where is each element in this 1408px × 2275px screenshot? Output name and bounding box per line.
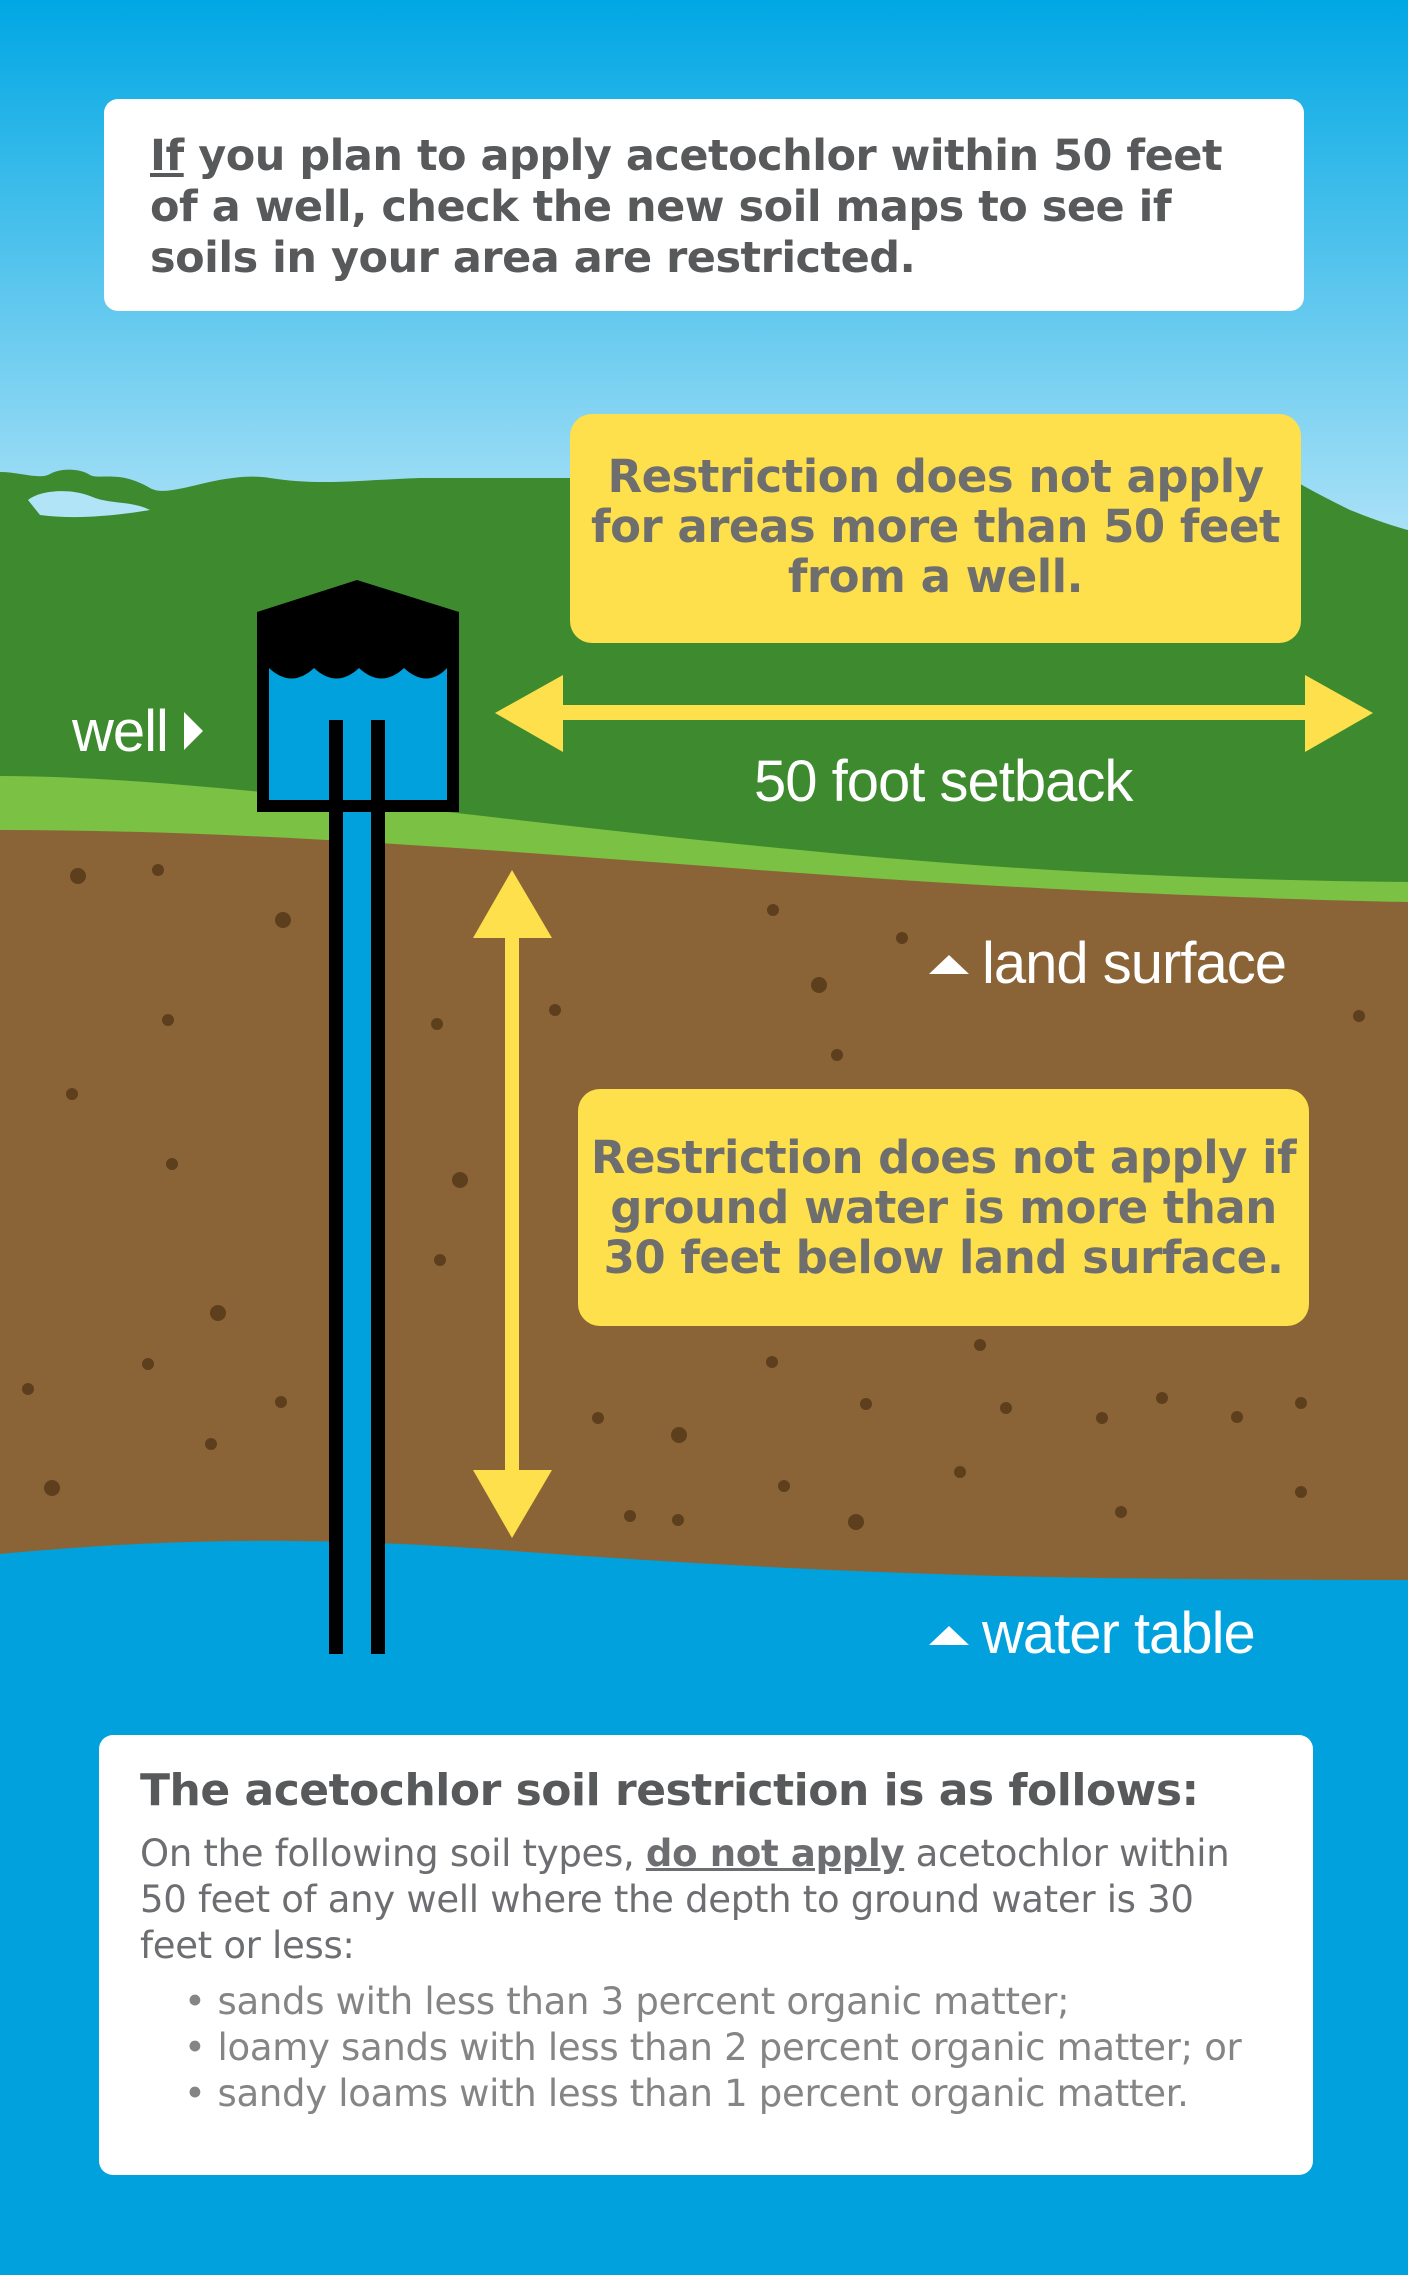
soil-speckle bbox=[275, 1396, 287, 1408]
soil-speckle bbox=[1295, 1486, 1307, 1498]
soil-speckle bbox=[767, 904, 779, 916]
soil-type-list: sands with less than 3 percent organic m… bbox=[140, 1979, 1275, 2117]
soil-speckle bbox=[152, 864, 164, 876]
soil-speckle bbox=[210, 1305, 226, 1321]
soil-speckle bbox=[166, 1158, 178, 1170]
water-table-label: water table bbox=[982, 1601, 1256, 1666]
soil-speckle bbox=[896, 932, 908, 944]
top-notice-text: If you plan to apply acetochlor within 5… bbox=[150, 131, 1256, 284]
soil-speckle bbox=[1295, 1397, 1307, 1409]
top-notice-card: If you plan to apply acetochlor within 5… bbox=[104, 99, 1304, 311]
soil-speckle bbox=[974, 1339, 986, 1351]
setback-arrow-icon bbox=[495, 675, 1373, 752]
depth-arrow-icon bbox=[473, 870, 552, 1538]
soil-speckle bbox=[162, 1014, 174, 1026]
soil-speckle bbox=[1000, 1402, 1012, 1414]
well-casing bbox=[329, 710, 385, 1654]
top-notice-lead: If bbox=[150, 131, 184, 181]
intro-before: On the following soil types, bbox=[140, 1832, 646, 1875]
soil-speckle bbox=[142, 1358, 154, 1370]
soil-dots bbox=[22, 864, 1365, 1530]
soil-speckle bbox=[1231, 1411, 1243, 1423]
restriction-intro: On the following soil types, do not appl… bbox=[140, 1831, 1275, 1969]
soil-speckle bbox=[848, 1514, 864, 1530]
soil-speckle bbox=[1115, 1506, 1127, 1518]
well-label: well bbox=[72, 699, 169, 764]
soil-speckle bbox=[624, 1510, 636, 1522]
soil-speckle bbox=[954, 1466, 966, 1478]
soil-speckle bbox=[275, 912, 291, 928]
soil-speckle bbox=[1353, 1010, 1365, 1022]
restriction-card: The acetochlor soil restriction is as fo… bbox=[99, 1735, 1313, 2175]
setback-callout: Restriction does not apply for areas mor… bbox=[570, 414, 1301, 643]
soil-speckle bbox=[205, 1438, 217, 1450]
soil-speckle bbox=[66, 1088, 78, 1100]
soil-speckle bbox=[1096, 1412, 1108, 1424]
soil-speckle bbox=[452, 1172, 468, 1188]
soil-speckle bbox=[434, 1254, 446, 1266]
soil-speckle bbox=[766, 1356, 778, 1368]
soil-speckle bbox=[671, 1427, 687, 1443]
soil-speckle bbox=[592, 1412, 604, 1424]
cloud-notch bbox=[28, 491, 150, 518]
land-surface-label: land surface bbox=[982, 931, 1287, 996]
water-table-pointer-icon bbox=[929, 1626, 969, 1645]
list-item: sandy loams with less than 1 percent org… bbox=[184, 2071, 1275, 2117]
well-house bbox=[257, 580, 459, 812]
soil-speckle bbox=[860, 1398, 872, 1410]
restriction-heading: The acetochlor soil restriction is as fo… bbox=[140, 1765, 1199, 1816]
soil-speckle bbox=[44, 1480, 60, 1496]
soil-speckle bbox=[811, 977, 827, 993]
soil-speckle bbox=[431, 1018, 443, 1030]
intro-emphasis: do not apply bbox=[645, 1832, 905, 1875]
soil-speckle bbox=[1156, 1392, 1168, 1404]
top-notice-rest: you plan to apply acetochlor within 50 f… bbox=[150, 131, 1223, 283]
land-surface-pointer-icon bbox=[929, 955, 969, 974]
setback-label: 50 foot setback bbox=[754, 749, 1133, 814]
list-item: sands with less than 3 percent organic m… bbox=[184, 1979, 1275, 2025]
soil-speckle bbox=[672, 1514, 684, 1526]
well-pointer-icon bbox=[184, 712, 203, 750]
soil-speckle bbox=[22, 1383, 34, 1395]
list-item: loamy sands with less than 2 percent org… bbox=[184, 2025, 1275, 2071]
soil-speckle bbox=[549, 1004, 561, 1016]
soil-speckle bbox=[831, 1049, 843, 1061]
intro-after: acetochlor within 50 feet of any well wh… bbox=[140, 1832, 1230, 1967]
depth-callout: Restriction does not apply if ground wat… bbox=[578, 1089, 1309, 1326]
soil-speckle bbox=[70, 868, 86, 884]
soil-speckle bbox=[778, 1480, 790, 1492]
